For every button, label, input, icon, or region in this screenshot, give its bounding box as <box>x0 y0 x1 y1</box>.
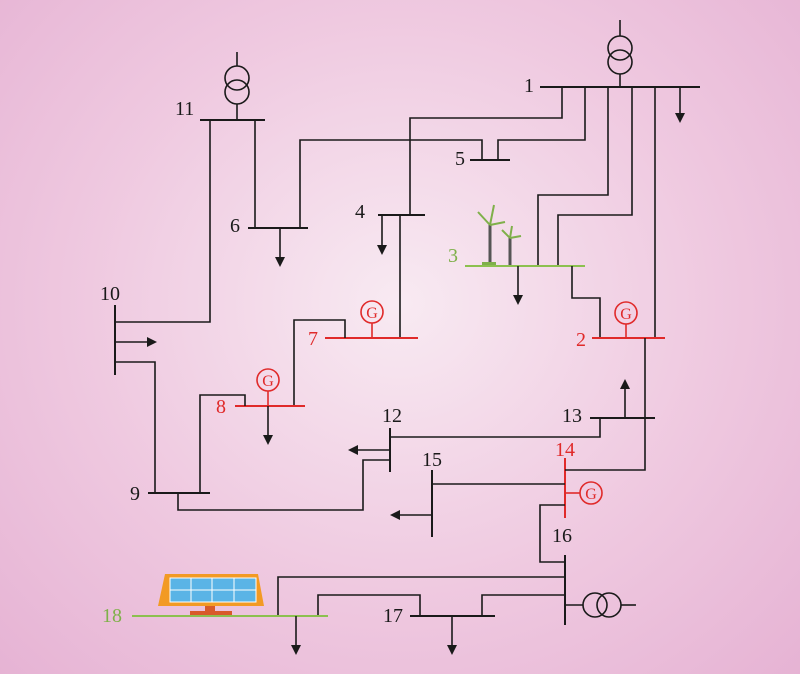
bus-label-4: 4 <box>355 201 365 223</box>
generator-icon <box>614 301 638 338</box>
bus-label-5: 5 <box>455 148 465 170</box>
bus-label-8: 8 <box>216 396 226 418</box>
generator-icon <box>565 481 603 505</box>
bus-label-13: 13 <box>562 405 582 427</box>
generator-letter: G <box>620 306 632 323</box>
solar-panel-icon <box>158 574 264 616</box>
generator-letter: G <box>585 486 597 503</box>
bus-label-18: 18 <box>102 605 122 627</box>
bus-label-15: 15 <box>422 449 442 471</box>
generator-icon <box>256 368 280 406</box>
bus-label-2: 2 <box>576 329 586 351</box>
wind-turbine-icon <box>477 204 522 266</box>
bus-label-10: 10 <box>100 283 120 305</box>
transformer-icon <box>224 52 250 120</box>
bus-label-11: 11 <box>175 98 194 120</box>
bus-label-9: 9 <box>130 483 140 505</box>
transformer-icon <box>565 592 636 618</box>
bus-label-16: 16 <box>552 525 572 547</box>
generator-letter: G <box>262 373 274 390</box>
generator-letter: G <box>366 305 378 322</box>
bus-label-3: 3 <box>448 245 458 267</box>
generator-icon <box>360 300 384 338</box>
bus-label-17: 17 <box>383 605 403 627</box>
bus-label-1: 1 <box>524 75 534 97</box>
bus-label-6: 6 <box>230 215 240 237</box>
transformer-icon <box>607 20 633 87</box>
bus-label-7: 7 <box>308 328 318 350</box>
bus-label-14: 14 <box>555 439 575 461</box>
bus-label-12: 12 <box>382 405 402 427</box>
